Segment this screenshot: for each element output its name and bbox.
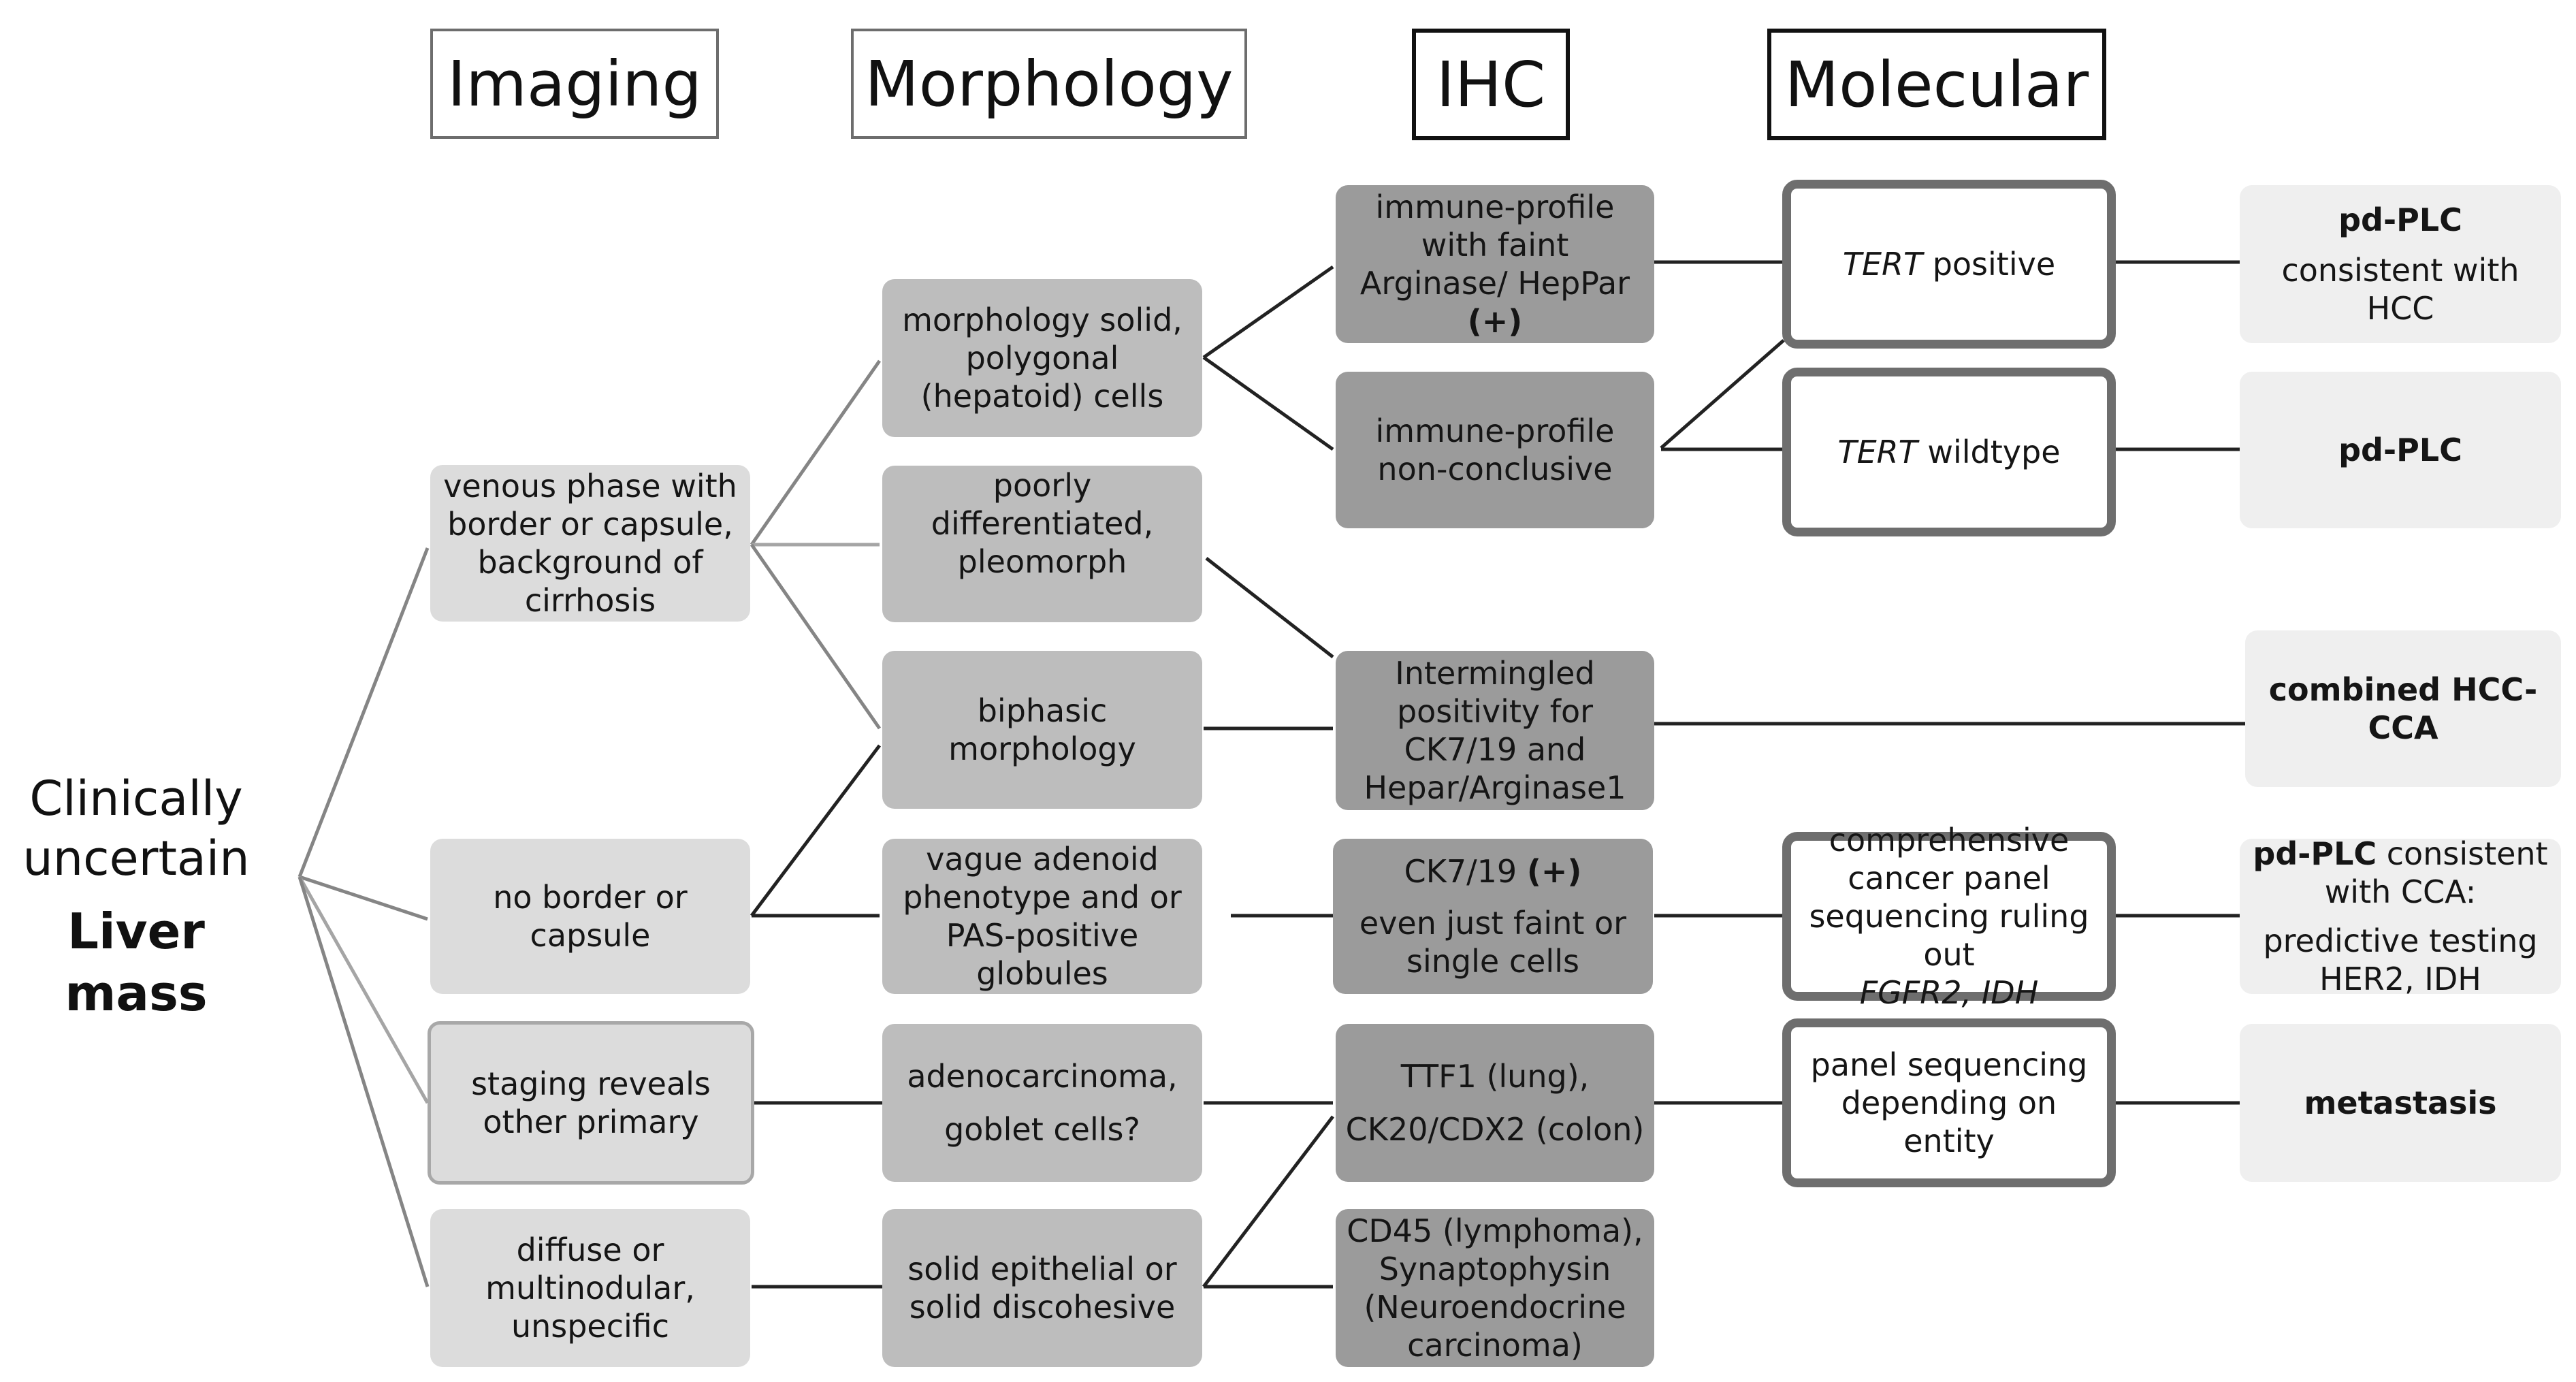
header-molecular-label: Molecular [1784,48,2089,121]
morph-adeno-line1: adenocarcinoma, [907,1057,1178,1095]
header-ihc-label: IHC [1436,48,1546,121]
imaging-staging: staging reveals other primary [428,1021,754,1185]
header-ihc: IHC [1412,29,1570,140]
header-imaging: Imaging [430,29,719,139]
edge-solid-nonconclusive [1202,355,1334,451]
mol-panel-cca: comprehensive cancer panel sequencing ru… [1782,822,2116,1011]
edge-solid-ttf1 [1202,1115,1334,1288]
mol-tert-positive: TERT positive [1782,180,2116,349]
edge-root-noborder [299,875,428,921]
edge-solid-faint [1202,265,1334,359]
result-pdplc-hcc: pd-PLC consistent with HCC [2240,185,2561,343]
edge-root-venous [297,547,430,878]
morph-solid-epithelial: solid epithelial or solid discohesive [882,1209,1202,1367]
header-morphology: Morphology [851,29,1247,139]
mol-tert-wildtype: TERT wildtype [1782,368,2116,536]
morph-adeno-line2: goblet cells? [944,1111,1140,1148]
ihc-ttf1: TTF1 (lung), CK20/CDX2 (colon) [1336,1024,1654,1182]
edge-poorly-intermingled [1205,557,1334,658]
edge-venous-solid [750,359,882,546]
morph-vague-adenoid: vague adenoid phenotype and or PAS-posit… [882,839,1202,994]
morph-solid-polygonal: morphology solid, polygonal (hepatoid) c… [882,279,1202,437]
root-liver-mass: Clinically uncertain Liver mass [0,769,272,1024]
ihc-ck719: CK7/19 (+) even just faint or single cel… [1333,839,1653,994]
root-line3: Liver mass [65,903,208,1022]
morph-poorly-differentiated: poorly differentiated, pleomorph [882,466,1202,622]
edge-root-diffuse [297,876,430,1287]
imaging-venous-phase: venous phase with border or capsule, bac… [430,465,750,622]
morph-adenocarcinoma: adenocarcinoma, goblet cells? [882,1024,1202,1182]
ihc-cd45: CD45 (lymphoma), Synaptophysin (Neuroend… [1336,1209,1654,1367]
ihc-faint-arginase: immune-profile with faint Arginase/ HepP… [1336,185,1654,343]
result-pdplc-cca: pd-PLC consistent with CCA: predictive t… [2240,835,2561,997]
root-line2: uncertain [22,830,250,886]
mol-panel-entity: panel sequencing depending on entity [1782,1018,2116,1187]
imaging-no-border: no border or capsule [430,839,750,994]
result-metastasis: metastasis [2240,1024,2561,1182]
edge-root-staging [297,875,430,1104]
edge-nonconclusive-tertpos [1660,339,1785,449]
imaging-diffuse: diffuse or multinodular, unspecific [430,1209,750,1367]
root-line1: Clinically [29,771,243,826]
ihc-nonconclusive: immune-profile non-conclusive [1336,372,1654,528]
morph-biphasic: biphasic morphology [882,651,1202,809]
edge-venous-biphasic [750,543,882,730]
header-imaging-label: Imaging [447,47,702,120]
result-combined-hcc-cca: combined HCC-CCA [2245,630,2561,787]
header-molecular: Molecular [1767,29,2106,140]
ihc-intermingled: Intermingled positivity for CK7/19 and H… [1336,651,1654,810]
edge-noborder-biphasic [750,744,881,917]
result-pdplc: pd-PLC [2240,372,2561,528]
header-morphology-label: Morphology [865,47,1234,120]
